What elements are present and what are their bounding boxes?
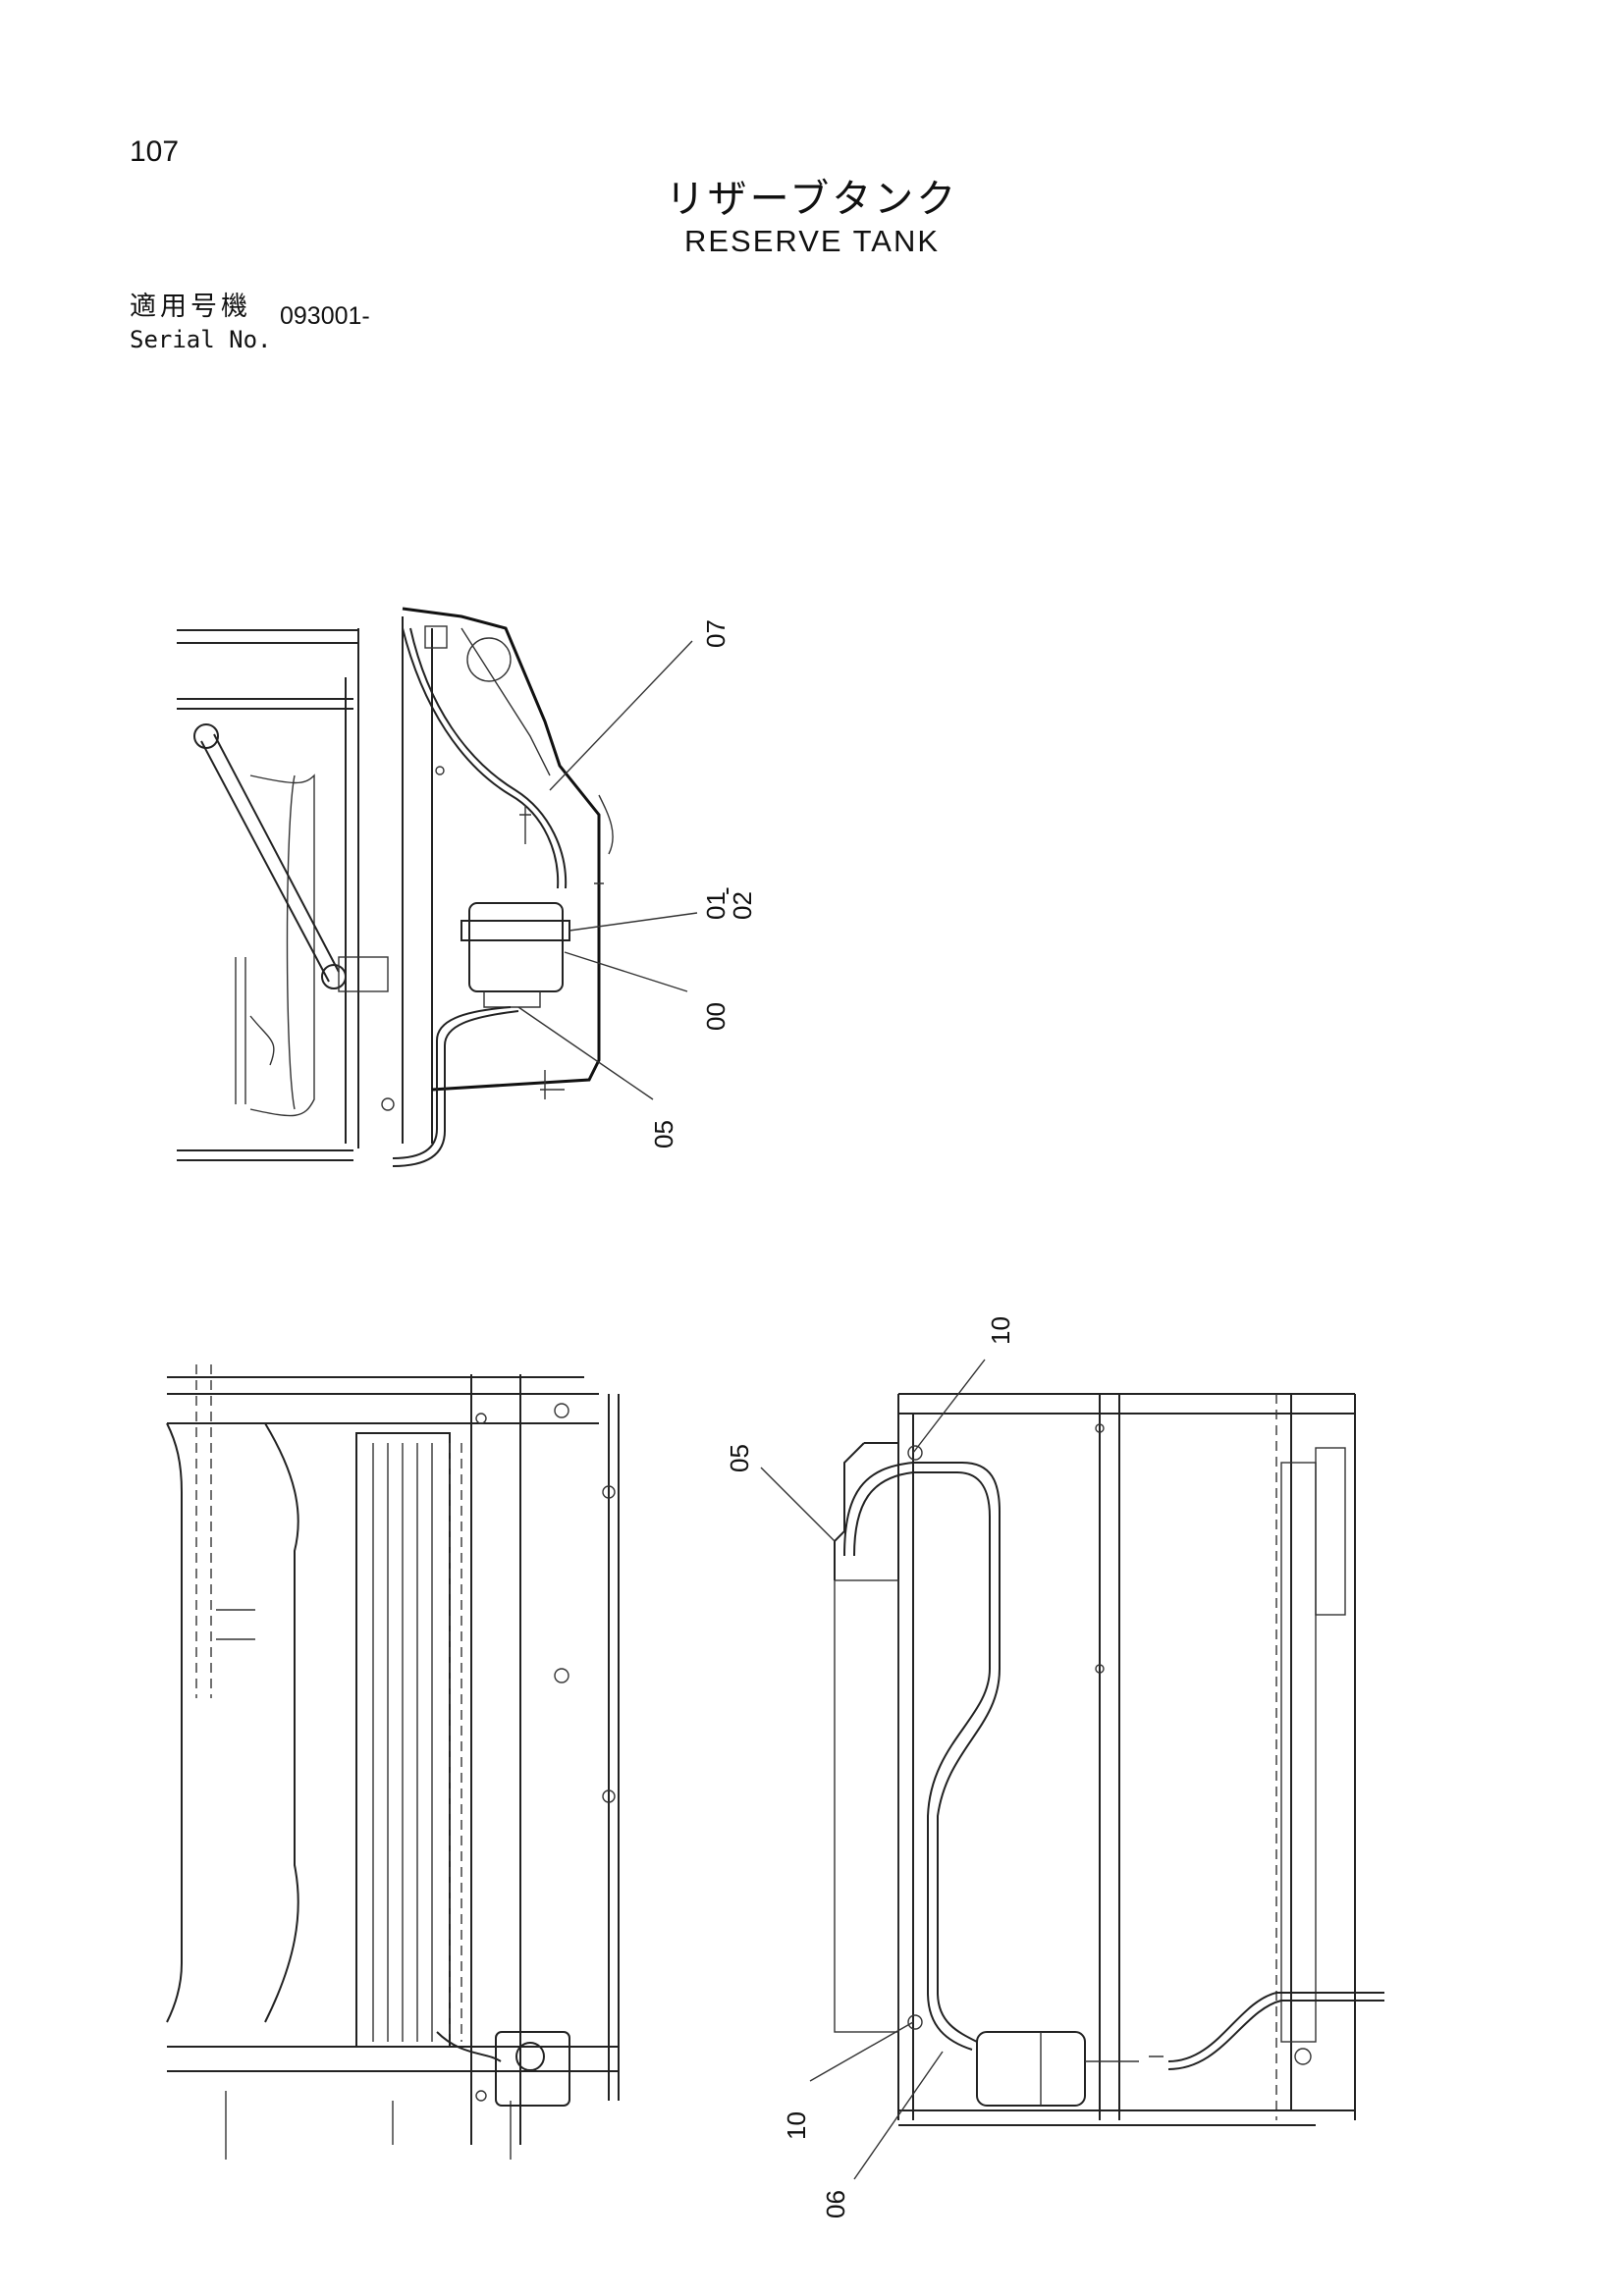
callout-range-dash: -: [711, 886, 740, 895]
page-title-english: RESERVE TANK: [683, 224, 941, 258]
callout-07: 07: [701, 619, 731, 648]
plan-view-drawing: [166, 1364, 620, 2160]
page-number: 107: [130, 135, 180, 168]
callout-05-rear: 05: [725, 1444, 754, 1472]
page-title-japanese: リザーブタンク: [665, 177, 959, 222]
callout-06: 06: [821, 2190, 850, 2218]
serial-number-value: 093001-: [280, 302, 370, 330]
serial-label-japanese: 適用号機: [130, 292, 251, 322]
serial-label-english: Serial No.: [130, 326, 272, 353]
rear-view-drawing: [760, 1359, 1384, 2180]
callout-02: 02: [728, 891, 757, 920]
callout-05: 05: [649, 1120, 678, 1148]
side-view-drawing: [177, 607, 698, 1167]
callout-10-top: 10: [986, 1316, 1015, 1345]
callout-01: 01: [701, 891, 731, 920]
callout-00: 00: [701, 1002, 731, 1031]
callout-10-bottom: 10: [782, 2111, 811, 2140]
